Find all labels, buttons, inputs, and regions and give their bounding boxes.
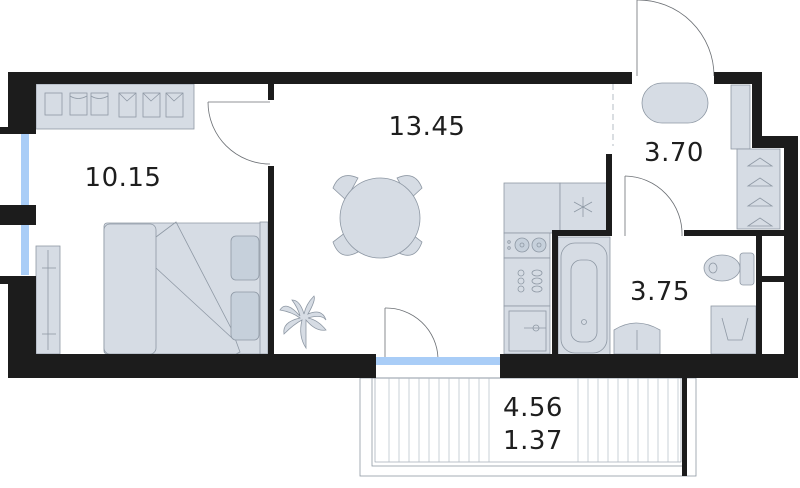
window-bedroom-top — [21, 131, 29, 205]
area-label-bathroom: 3.75 — [630, 277, 690, 307]
door-loggia[interactable] — [384, 307, 439, 359]
loggia — [359, 377, 697, 477]
area-label-hallway: 3.70 — [644, 138, 704, 168]
shirt-icon — [44, 92, 184, 118]
double-bed — [103, 221, 269, 355]
bathtub — [557, 236, 611, 356]
plant-icon — [279, 295, 327, 350]
door-bedroom[interactable] — [207, 101, 271, 165]
wardrobe-shelf — [35, 83, 195, 130]
hanger-icon — [736, 148, 781, 230]
walls — [0, 72, 798, 378]
area-label-kitchen-living: 13.45 — [388, 112, 466, 142]
ottoman — [641, 82, 709, 124]
window-loggia-door — [376, 357, 500, 365]
area-label-loggia-reduced: 1.37 — [503, 426, 563, 456]
shoe-rack — [730, 84, 751, 150]
tv-stand — [35, 245, 61, 355]
sink — [613, 322, 661, 355]
kitchen-unit — [503, 182, 610, 355]
loggia-slats — [388, 378, 679, 462]
window-bedroom-bottom — [21, 224, 29, 275]
washing-machine — [710, 305, 757, 355]
area-label-bedroom: 10.15 — [84, 163, 162, 193]
area-label-loggia: 4.56 — [503, 393, 563, 423]
toilet — [703, 252, 755, 286]
dining-table — [332, 175, 423, 259]
snowflake-icon — [573, 197, 593, 217]
door-entrance[interactable] — [636, 0, 715, 77]
door-bathroom[interactable] — [624, 175, 683, 237]
